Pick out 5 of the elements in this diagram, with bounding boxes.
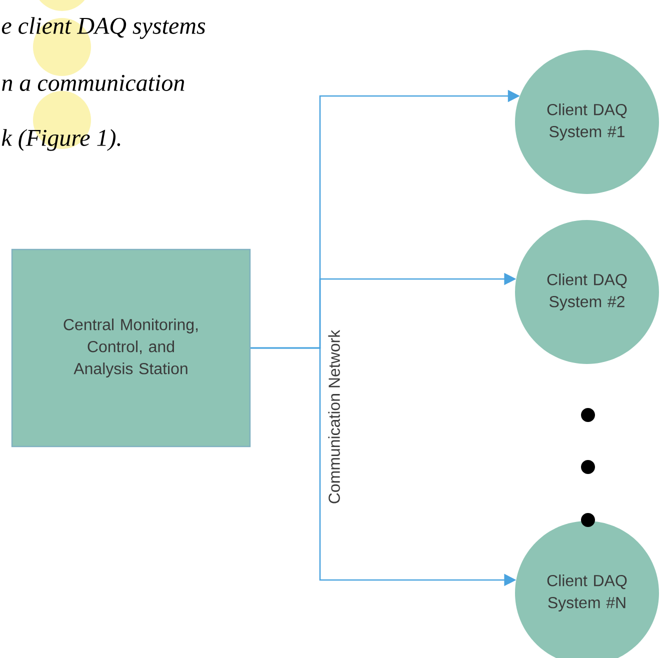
paragraph-text: k (Figure 1). xyxy=(2,129,120,151)
paragraph-text: n a communication xyxy=(2,74,184,92)
station-box: Central Monitoring, Control, and Analysis Station xyxy=(11,248,251,448)
network-label: Communication Network xyxy=(328,330,340,504)
paragraph-text: e client DAQ systems xyxy=(2,17,206,39)
